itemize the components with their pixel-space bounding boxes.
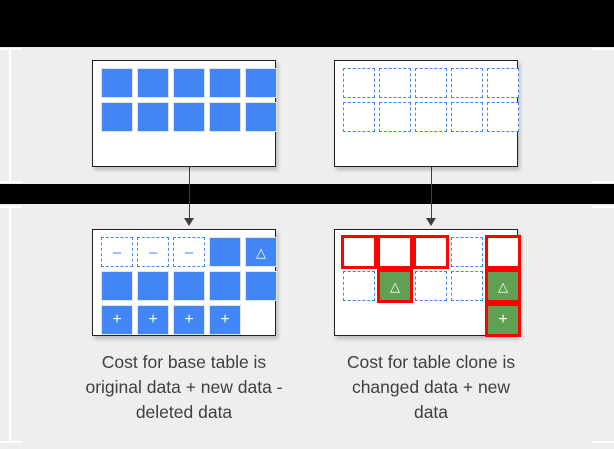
panel-top-cap-lower xyxy=(0,181,22,183)
delta-icon: △ xyxy=(390,278,400,294)
letterbox-band-middle xyxy=(0,184,614,204)
table-cell-dashed-r1c3: – xyxy=(173,237,205,267)
table-cell-dashed-r2c3 xyxy=(415,102,447,132)
table-cell-filled-r1c1 xyxy=(101,68,133,98)
table-cell-dashed-r1c5 xyxy=(485,235,521,269)
table-cell-dashed-r2c2 xyxy=(379,102,411,132)
table-cell-dashed-r1c2 xyxy=(379,68,411,98)
clone-table-grid-changed: △ △ + xyxy=(341,235,521,337)
arrow-right-line-over-band xyxy=(430,184,432,204)
table-cell-green-r2c2: △ xyxy=(377,269,413,303)
clone-table-card-changed: △ △ + xyxy=(334,229,521,337)
table-cell-dashed-r2c1 xyxy=(343,271,375,301)
table-cell-empty-r3c3 xyxy=(415,305,447,335)
table-cell-filled-r2c5 xyxy=(245,102,277,132)
clone-table-grid-original xyxy=(343,68,519,132)
table-cell-filled-r3c3: + xyxy=(173,305,205,335)
table-cell-filled-r1c4 xyxy=(209,68,241,98)
panel-top-cap-right-lower xyxy=(592,181,614,183)
table-cell-dashed-r2c1 xyxy=(343,102,375,132)
table-cell-empty-r3c1 xyxy=(343,305,375,335)
letterbox-band-top xyxy=(0,0,614,47)
base-table-card-original xyxy=(92,60,277,167)
table-cell-dashed-r1c2 xyxy=(377,235,413,269)
table-cell-green-r2c5: △ xyxy=(485,269,521,303)
minus-icon: – xyxy=(112,243,122,261)
table-cell-filled-r1c2 xyxy=(137,68,169,98)
table-cell-green-r3c5: + xyxy=(485,303,521,337)
clone-table-card-original xyxy=(334,60,519,167)
delta-icon: △ xyxy=(256,244,266,260)
panel-bottom-cap-lower xyxy=(0,441,22,443)
panel-bottom-cap-upper xyxy=(0,206,22,208)
plus-icon: + xyxy=(220,311,230,328)
table-cell-filled-r3c2: + xyxy=(137,305,169,335)
panel-top-left-rail xyxy=(9,50,11,181)
table-cell-filled-r2c2 xyxy=(137,102,169,132)
panel-bottom-left-rail xyxy=(9,208,11,443)
arrow-left-head xyxy=(184,218,194,226)
table-cell-filled-r2c4 xyxy=(209,271,241,301)
panel-top-cap-right-upper xyxy=(592,48,614,50)
table-cell-dashed-r2c3 xyxy=(415,271,447,301)
plus-icon: + xyxy=(112,311,122,328)
table-cell-empty-r3c2 xyxy=(379,305,411,335)
table-cell-dashed-r1c4 xyxy=(451,237,483,267)
table-cell-filled-r2c4 xyxy=(209,102,241,132)
caption-table-clone: Cost for table clone is changed data + n… xyxy=(346,352,516,422)
table-cell-filled-r2c3 xyxy=(173,102,205,132)
panel-bottom-cap-right-lower xyxy=(592,441,614,443)
table-cell-filled-r3c4: + xyxy=(209,305,241,335)
base-table-card-changed: – – – △ + + + + xyxy=(92,229,277,336)
table-cell-dashed-r2c5 xyxy=(487,102,519,132)
caption-base-table: Cost for base table is original data + n… xyxy=(85,352,283,422)
table-cell-filled-r2c3 xyxy=(173,271,205,301)
table-cell-filled-r2c2 xyxy=(137,271,169,301)
plus-icon: + xyxy=(498,311,508,328)
table-cell-filled-r1c5: △ xyxy=(245,237,277,267)
table-cell-dashed-r2c4 xyxy=(451,102,483,132)
table-cell-dashed-r2c4 xyxy=(451,271,483,301)
minus-icon: – xyxy=(148,243,158,261)
table-cell-filled-r1c4 xyxy=(209,237,241,267)
table-cell-filled-r1c3 xyxy=(173,68,205,98)
table-cell-dashed-r1c5 xyxy=(487,68,519,98)
minus-icon: – xyxy=(184,243,194,261)
table-cell-dashed-r1c4 xyxy=(451,68,483,98)
table-cell-filled-r1c5 xyxy=(245,68,277,98)
table-cell-dashed-r1c1 xyxy=(341,235,377,269)
table-cell-dashed-r1c1: – xyxy=(101,237,133,267)
delta-icon: △ xyxy=(498,278,508,294)
table-cell-filled-r3c1: + xyxy=(101,305,133,335)
table-cell-dashed-r1c1 xyxy=(343,68,375,98)
plus-icon: + xyxy=(184,311,194,328)
base-table-grid-original xyxy=(101,68,277,132)
panel-bottom-cap-right-upper xyxy=(592,206,614,208)
table-cell-empty-r3c5 xyxy=(245,305,277,335)
table-cell-filled-r2c5 xyxy=(245,271,277,301)
plus-icon: + xyxy=(148,311,158,328)
arrow-right-head xyxy=(426,218,436,226)
base-table-grid-changed: – – – △ + + + + xyxy=(101,237,277,335)
arrow-left-line-over-band xyxy=(188,184,190,204)
table-cell-filled-r2c1 xyxy=(101,271,133,301)
table-cell-dashed-r1c3 xyxy=(415,68,447,98)
table-cell-dashed-r1c2: – xyxy=(137,237,169,267)
table-cell-filled-r2c1 xyxy=(101,102,133,132)
panel-top-cap-upper xyxy=(0,48,22,50)
table-cell-empty-r3c4 xyxy=(451,305,483,335)
table-cell-dashed-r1c3 xyxy=(413,235,449,269)
